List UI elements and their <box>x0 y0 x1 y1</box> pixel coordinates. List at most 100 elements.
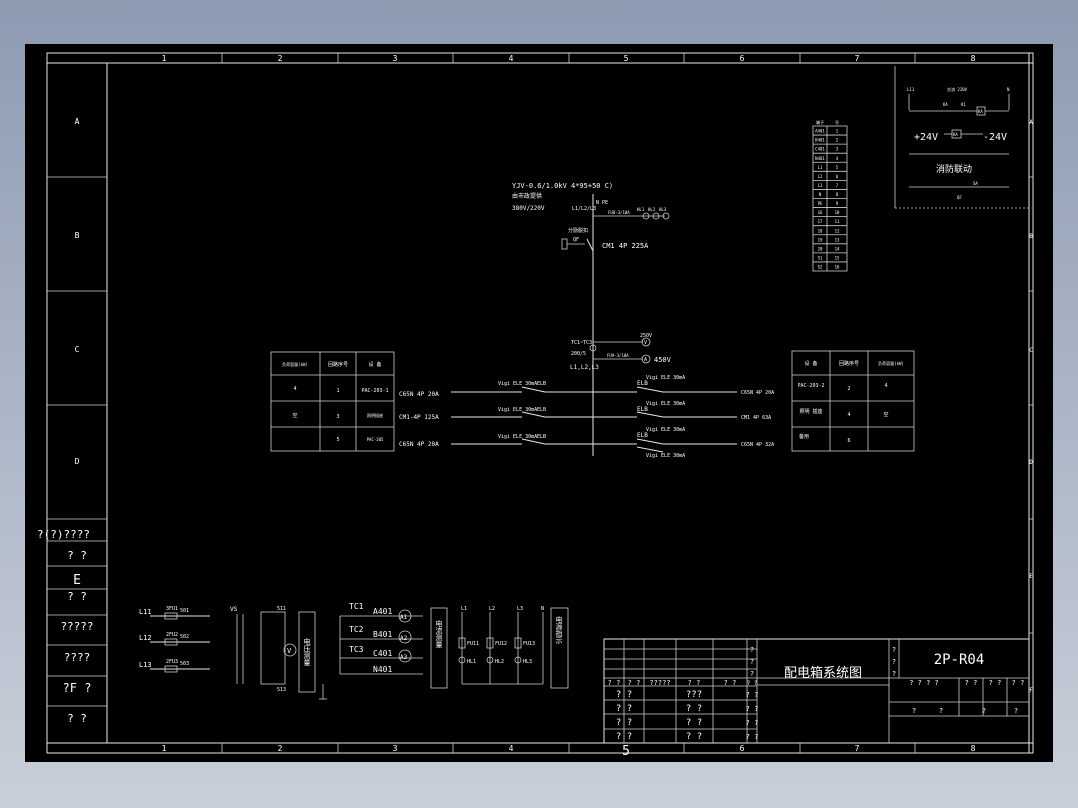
device-terminal: 19 <box>818 237 823 242</box>
device-terminal-number: 3 <box>836 147 839 152</box>
lt-h3: 设 备 <box>368 361 381 368</box>
strip-text-4: ? ? <box>67 590 87 603</box>
device-terminal-number: 10 <box>835 210 840 215</box>
cc-title: 电流测量 <box>435 619 443 648</box>
vc-vs: VS <box>230 606 238 613</box>
rb3-rcd: Vigi ELE 30mA <box>646 427 685 433</box>
lamp-hl2: HL2 <box>648 207 656 212</box>
rt-r2c1: 照明 插座 <box>799 408 822 415</box>
fuse9-label: FU9-3/10A <box>607 353 629 358</box>
rt-r1c2: 2 <box>847 386 850 392</box>
title-block: 配电箱系统图 2P-R04 ? ? ? ? ? ? ? ? ? ? ????? … <box>603 638 1030 744</box>
ic-l3: L3 <box>517 606 523 612</box>
rb3-breaker: C65N 4P 32A <box>741 442 774 448</box>
current-circuit: TC1 TC2 TC3 A401 B401 C401 N401 A1 A2 A3… <box>339 602 448 689</box>
lt-r2c2: 3 <box>336 414 339 420</box>
tb-mark-5: ? <box>892 658 896 666</box>
vc-l11: L11 <box>139 608 152 616</box>
ctl-sw: SA <box>973 181 978 186</box>
device-terminal: L2 <box>818 174 823 179</box>
device-terminal: L3 <box>818 183 823 188</box>
lb2-rcd: Vigi ELE 30mA <box>498 407 537 413</box>
lb3-breaker: C65N 4P 20A <box>399 441 439 448</box>
col-label-3: 3 <box>393 54 398 63</box>
rt-r3c2: 6 <box>847 438 850 444</box>
col-label-8-bottom: 8 <box>971 744 976 753</box>
device-terminal: 20 <box>818 246 823 251</box>
ic-fu1: FU11 <box>467 641 479 647</box>
strip-text-5: ????? <box>60 620 93 633</box>
col-label-7-bottom: 7 <box>855 744 860 753</box>
vc-bottom: 513 <box>277 687 286 693</box>
rb1-breaker: C65N 4P 20A <box>741 390 774 396</box>
tb-r3-4: ? ? <box>746 705 759 713</box>
ic-n: N <box>541 606 544 612</box>
device-terminal-number: 9 <box>836 201 839 206</box>
outer-frame <box>46 52 1034 754</box>
lb3-tag: ELB <box>537 434 546 440</box>
lb3-rcd: Vigi ELE 30mA <box>498 434 537 440</box>
device-terminal-number: 2 <box>836 138 839 143</box>
ctl-l11: L11 <box>907 87 915 92</box>
vc-w2: 502 <box>180 634 189 640</box>
cc-w3: C401 <box>373 649 392 658</box>
tb-r5-3: ? ? <box>686 732 702 742</box>
device-terminal: L1 <box>818 165 823 170</box>
feed-npe: N PE <box>596 200 608 206</box>
row-label-f-right: F <box>1029 687 1033 694</box>
cc-a3: A3 <box>400 654 408 661</box>
lt-h1: 负荷容量(kW) <box>282 361 308 367</box>
ct-ratio: 200/5 <box>571 351 586 357</box>
right-branches: ELB Vigi ELE 30mA C65N 4P 20A ELB Vigi E… <box>593 375 774 459</box>
col-label-2: 2 <box>278 54 283 63</box>
ctl-k2: K1 <box>961 102 966 107</box>
tb-mark-4: ? <box>892 646 896 654</box>
lb1-tag: ELB <box>537 381 546 387</box>
col-label-6: 6 <box>740 54 745 63</box>
tb-rr-2: ? <box>939 707 943 715</box>
row-label-c-right: C <box>1029 347 1033 354</box>
tb-r1-5: ? ? <box>724 679 737 687</box>
ctl-k1: KA <box>943 102 948 107</box>
rt-r1c3: 4 <box>884 383 887 389</box>
device-terminal: S2 <box>818 265 823 270</box>
tb-rr-1: ? <box>912 707 916 715</box>
rt-h2: 回路序号 <box>839 360 859 367</box>
feed-note: 由市政提供 <box>512 192 542 200</box>
feed-l: L1/L2/L3 <box>572 206 596 212</box>
vm-value: 250V <box>640 333 652 339</box>
lt-r2c3: 照明插座 <box>367 412 383 418</box>
lamp-hl3: HL3 <box>659 207 667 212</box>
ctl-ka: KA <box>953 132 958 137</box>
strip-text-2: ? ? <box>67 549 87 562</box>
device-terminal: PE <box>818 201 823 206</box>
ct-label: TC1~TC3 <box>571 340 592 346</box>
rb1-tag: ELB <box>637 380 648 387</box>
drawing-number: 2P-R04 <box>934 652 985 668</box>
rb-extra-rcd: Vigi ELE 30mA <box>646 453 685 459</box>
feed-voltage: 380V/220V <box>512 205 545 212</box>
device-terminal-number: 4 <box>836 156 839 161</box>
strip-text-6: ???? <box>64 651 91 664</box>
device-terminal-number: 15 <box>835 255 840 260</box>
col-label-4: 4 <box>509 54 514 63</box>
device-terminal-number: 11 <box>835 219 840 224</box>
vc-l12: L12 <box>139 634 152 642</box>
device-terminal: C401 <box>815 147 825 152</box>
am-value: 450V <box>654 356 672 364</box>
device-terminal-number: 14 <box>835 246 840 251</box>
ic-fu3: FU13 <box>523 641 535 647</box>
breaker-note: 分励脱扣 <box>568 227 588 234</box>
col-label-8: 8 <box>971 54 976 63</box>
row-label-a: A <box>75 117 80 126</box>
rb1-rcd: Vigi ELE 30mA <box>646 375 685 381</box>
lamp-hl1: HL1 <box>637 207 645 212</box>
ic-l1: L1 <box>461 606 467 612</box>
ic-l2: L2 <box>489 606 495 612</box>
ctl-note: 消防联动 <box>936 163 972 175</box>
drawing-sheet: 1 2 3 4 5 6 7 8 1 2 3 4 5 6 7 8 A B C D … <box>25 44 1053 762</box>
lt-r2c1: 空 <box>292 412 297 419</box>
tb-r3-3: ? ? <box>686 704 702 714</box>
lt-r3c2: 5 <box>336 437 339 443</box>
vc-fu2: 2FU2 <box>166 632 178 638</box>
